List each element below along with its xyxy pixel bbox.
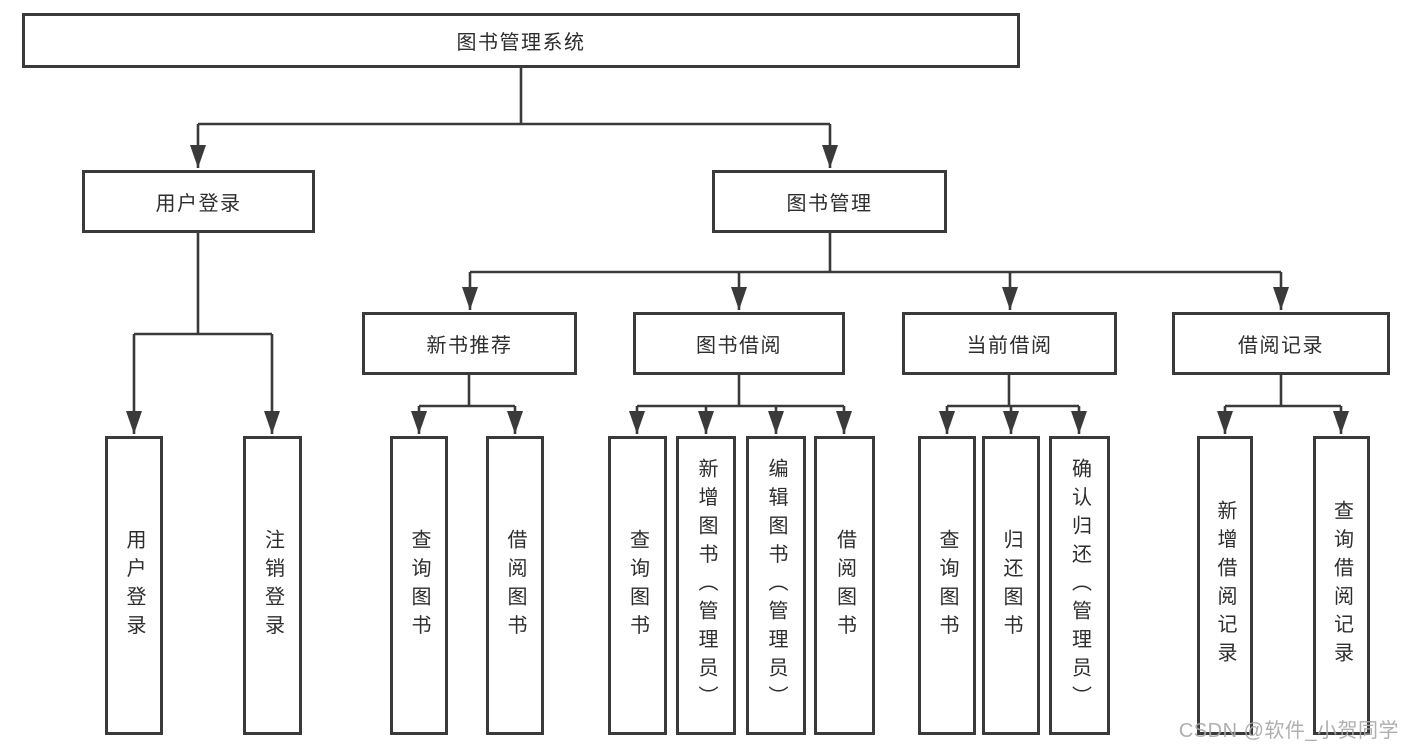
leaf-borrowing-borrow-books: 借阅图书 xyxy=(814,436,875,735)
leaf-newbook-query-books: 查询图书 xyxy=(390,436,448,735)
leaf-current-return-books: 归还图书 xyxy=(982,436,1040,735)
leaf-user-login: 用户登录 xyxy=(105,436,163,735)
node-user-login: 用户登录 xyxy=(82,170,315,233)
leaf-current-confirm-return-admin: 确认归还（管理员） xyxy=(1049,436,1110,735)
leaf-newbook-borrow-books: 借阅图书 xyxy=(486,436,544,735)
leaf-current-query-books: 查询图书 xyxy=(918,436,976,735)
leaf-borrowing-query-books: 查询图书 xyxy=(608,436,667,735)
leaf-borrowing-add-books-admin: 新增图书（管理员） xyxy=(676,436,736,735)
leaf-records-add-record: 新增借阅记录 xyxy=(1197,436,1253,735)
node-new-book-recommend: 新书推荐 xyxy=(362,312,577,375)
node-book-borrowing: 图书借阅 xyxy=(633,312,845,375)
leaf-records-query-record: 查询借阅记录 xyxy=(1313,436,1370,735)
node-book-management: 图书管理 xyxy=(712,170,947,233)
node-root-library-system: 图书管理系统 xyxy=(22,13,1020,68)
leaf-logout: 注销登录 xyxy=(243,436,302,735)
node-current-borrowing: 当前借阅 xyxy=(902,312,1117,375)
node-borrowing-records: 借阅记录 xyxy=(1172,312,1390,375)
leaf-borrowing-edit-books-admin: 编辑图书（管理员） xyxy=(746,436,806,735)
csdn-watermark: CSDN @软件_小贺同学 xyxy=(1178,720,1399,742)
